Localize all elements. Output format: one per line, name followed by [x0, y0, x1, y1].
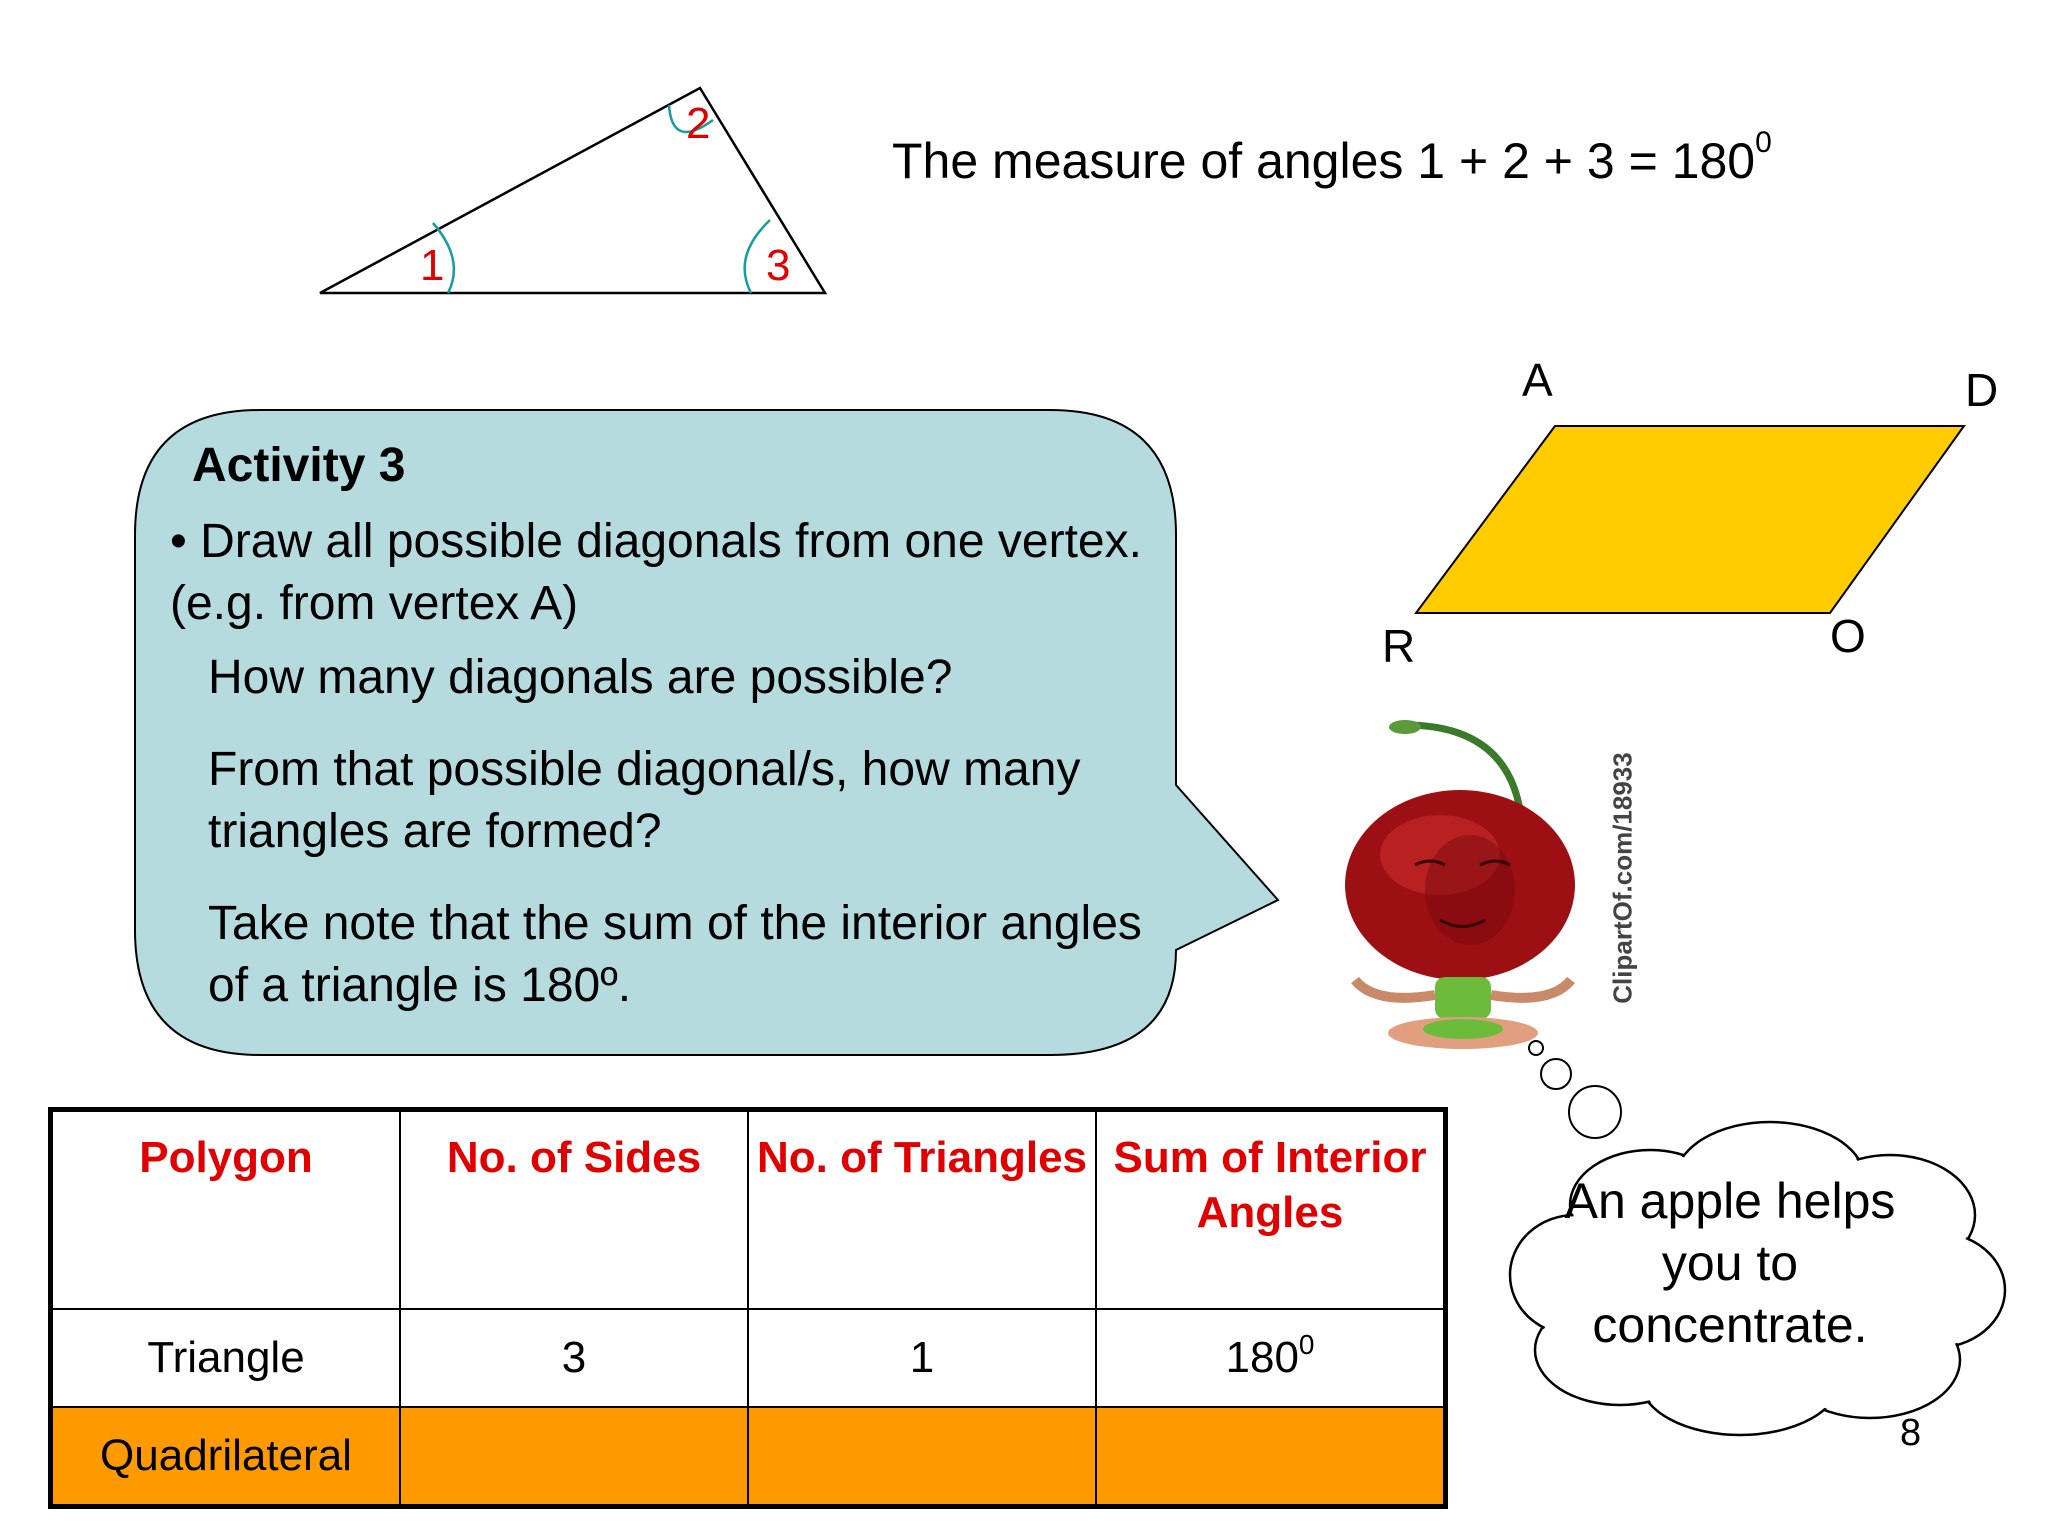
activity-title: Activity 3	[192, 439, 406, 492]
table-row: Triangle 3 1 1800	[49, 1308, 1447, 1408]
vertex-label-d: D	[1965, 364, 1998, 416]
cell-triangles: 1	[747, 1308, 1097, 1408]
activity-content: Activity 3 • Draw all possible diagonals…	[170, 438, 1180, 1017]
angle-arc-1	[432, 222, 456, 294]
cell-sum-value: 180	[1225, 1333, 1299, 1382]
angle-sum-equation: The measure of angles 1 + 2 + 3 = 1800	[892, 126, 1772, 190]
speech-bubble-shape	[134, 409, 1280, 1056]
thought-cloud-text: An apple helps you to concentrate.	[1564, 1173, 1896, 1353]
triangle-diagram: 1 2 3	[319, 86, 828, 295]
thought-cloud	[1508, 1040, 2007, 1437]
cell-triangles	[747, 1406, 1097, 1508]
angle-label-1: 1	[420, 241, 444, 290]
activity-question-1: How many diagonals are possible?	[208, 651, 953, 704]
parallelogram-diagram: A D R O	[1382, 354, 1998, 672]
thought-dot-small	[1528, 1040, 1544, 1056]
activity-question-2: From that possible diagonal/s, how many …	[208, 743, 1081, 858]
angle-label-3: 3	[766, 241, 790, 290]
angle-arc-2	[667, 104, 714, 134]
cell-sum	[1095, 1406, 1447, 1508]
cell-sum-superscript: 0	[1298, 1329, 1315, 1360]
vertex-label-r: R	[1382, 620, 1415, 672]
activity-note: Take note that the sum of the interior a…	[208, 897, 1142, 1012]
polygon-table: Polygon No. of Sides No. of Triangles Su…	[48, 1107, 1448, 1509]
page-number: 8	[1900, 1412, 1922, 1454]
cell-polygon: Quadrilateral	[49, 1406, 401, 1508]
angle-label-2: 2	[686, 99, 710, 148]
clipart-watermark: ClipartOf.com/18933	[1608, 718, 1638, 1038]
triangle-shape	[319, 86, 828, 295]
equation-superscript: 0	[1755, 126, 1772, 159]
vertex-label-o: O	[1830, 610, 1866, 662]
vertex-label-a: A	[1522, 354, 1553, 406]
angle-arc-3	[743, 219, 771, 294]
parallelogram-shape	[1414, 425, 1966, 614]
header-polygon: Polygon	[49, 1108, 401, 1310]
table-row: Quadrilateral	[49, 1406, 1447, 1508]
header-triangles: No. of Triangles	[747, 1108, 1097, 1310]
thought-dot-medium	[1540, 1058, 1572, 1090]
header-sides: No. of Sides	[399, 1108, 749, 1310]
watermark-text: ClipartOf.com/18933	[1607, 752, 1638, 1004]
header-sum: Sum of Interior Angles	[1095, 1108, 1447, 1310]
equation-text: The measure of angles 1 + 2 + 3 = 180	[892, 133, 1756, 189]
thought-dot-large	[1568, 1085, 1622, 1139]
activity-bullet: • Draw all possible diagonals from one v…	[170, 515, 1142, 630]
cell-polygon: Triangle	[49, 1308, 401, 1408]
cell-sum: 1800	[1095, 1308, 1447, 1408]
table-header-row: Polygon No. of Sides No. of Triangles Su…	[49, 1108, 1447, 1310]
cherry-clipart-image	[1345, 720, 1575, 1049]
cell-sides	[399, 1406, 749, 1508]
activity-speech-bubble	[134, 409, 1280, 1056]
cell-sides: 3	[399, 1308, 749, 1408]
